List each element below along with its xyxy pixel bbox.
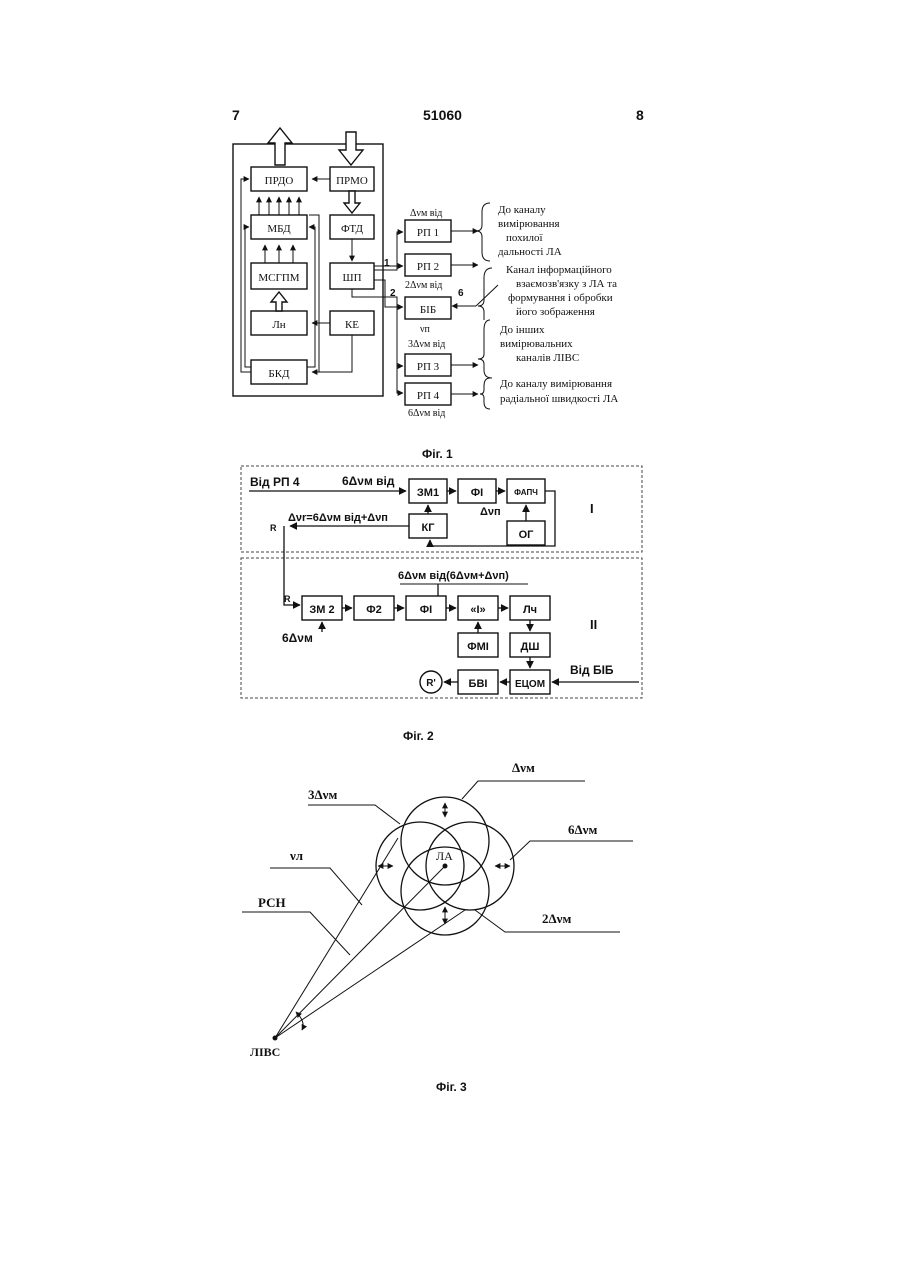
- dv3-label: 3Δνм: [308, 787, 337, 802]
- dv-label: Δνм: [512, 760, 535, 775]
- from-rp4-label: Від РП 4: [250, 475, 300, 489]
- dv-vid-label: Δνм від: [410, 208, 442, 219]
- fig3-caption: Фіг. 3: [436, 1080, 467, 1094]
- rsn-leader: [242, 912, 350, 955]
- ray-center: [275, 866, 445, 1038]
- bib-note-line1: Канал інформаційного: [506, 264, 612, 276]
- fmi-label: ФМІ: [467, 641, 489, 653]
- mbd-label: МБД: [267, 223, 291, 235]
- zm2-label: ЗМ 2: [309, 604, 334, 616]
- dv-p-label: Δνп: [480, 506, 501, 518]
- prdo-label: ПРДО: [265, 175, 294, 187]
- fig2-caption: Фіг. 2: [403, 729, 434, 743]
- rp4-label: РП 4: [417, 390, 440, 402]
- bkd-label: БКД: [268, 368, 290, 380]
- fi1-label: ФІ: [471, 487, 483, 499]
- nu-label: νл: [289, 848, 303, 863]
- dv-r-formula: Δνr=6Δνм від+Δνп: [288, 512, 388, 524]
- port-2-label: 2: [390, 288, 396, 299]
- section-1-label: І: [590, 501, 594, 516]
- rp1-note-line4: дальності ЛА: [498, 246, 562, 258]
- r-output-label: R': [426, 678, 436, 689]
- figure-1-block-diagram: ПРДО ПРМО МБД ФТД МСГПМ ШП Лн КЕ БКД: [233, 128, 618, 461]
- bvi-label: БВІ: [469, 678, 488, 690]
- top2-formula: 6Δνм від(6Δνм+Δνп): [398, 570, 509, 582]
- ftd-label: ФТД: [341, 223, 363, 235]
- fig1-caption: Фіг. 1: [422, 447, 453, 461]
- rp1-label: РП 1: [417, 227, 439, 239]
- bib-note-line4: його зображення: [516, 306, 595, 318]
- r-label-1: R: [270, 523, 277, 533]
- left-page-number: 7: [232, 107, 240, 123]
- r-label-2: R: [284, 594, 291, 604]
- rp1-note-line3: похилої: [506, 232, 543, 244]
- shp-to-rp4: [397, 366, 403, 393]
- figure-2-block-diagram: І ІІ Від РП 4 6Δνм від ЗМ1 ФІ ФАПЧ КГ ОГ…: [241, 466, 642, 743]
- dsh-label: ДШ: [521, 641, 540, 653]
- section-2-label: ІІ: [590, 617, 597, 632]
- ke-label: КЕ: [345, 319, 359, 331]
- lch-label: Лч: [523, 604, 537, 616]
- rp4-brace: [480, 378, 490, 409]
- la-label: ЛА: [436, 849, 453, 863]
- figure-3-geometry: ЛА Δνм 3Δνм 6Δνм 2Δνм νл РСН ЛІВС Фіг. 3: [242, 760, 633, 1094]
- bib-note-line2: взаємозв'язку з ЛА та: [516, 278, 617, 290]
- msgm-label: МСГПМ: [258, 272, 299, 284]
- dv6-leader: [510, 841, 633, 860]
- other-note-line1: До інших: [500, 324, 545, 336]
- dv6-m-label: 6Δνм: [282, 631, 313, 645]
- livs-label: ЛІВС: [250, 1045, 280, 1059]
- rp2-label: РП 2: [417, 261, 439, 273]
- other-note-line2: вимірювальних: [500, 338, 573, 350]
- dv3-vid-label: 3Δνм від: [408, 339, 445, 350]
- ray-lower: [275, 910, 465, 1038]
- right-page-number: 8: [636, 107, 644, 123]
- bib-note-leader: [476, 285, 498, 306]
- dv-leader: [462, 781, 585, 799]
- f2-label: Ф2: [366, 604, 382, 616]
- from-bib-label: Від БІБ: [570, 663, 614, 677]
- dv2-label: 2Δνм: [542, 911, 571, 926]
- rp1-note-line1: До каналу: [498, 204, 546, 216]
- page-header: 7 51060 8: [232, 107, 644, 123]
- patent-number: 51060: [423, 107, 462, 123]
- rp4-note-line2: радіальної швидкості ЛА: [500, 393, 618, 405]
- dv6-vid-label-fig2: 6Δνм від: [342, 474, 395, 488]
- bib-label: БІБ: [420, 304, 436, 316]
- nu-p-label: νп: [420, 324, 431, 335]
- rsn-label: РСН: [258, 895, 286, 910]
- port-6-label: 6: [458, 288, 464, 299]
- other-brace: [478, 320, 492, 378]
- i-label: «І»: [470, 604, 485, 616]
- etsom-label: ЕЦОМ: [515, 679, 545, 690]
- port-1-label: 1: [384, 258, 390, 269]
- fapch-label: ФАПЧ: [514, 488, 538, 497]
- fi2-label: ФІ: [420, 604, 432, 616]
- kg-label: КГ: [422, 522, 436, 534]
- rp3-label: РП 3: [417, 361, 440, 373]
- rp4-note-line1: До каналу вимірювання: [500, 378, 612, 390]
- shp-label: ШП: [342, 272, 361, 284]
- other-note-line3: каналів ЛІВС: [516, 352, 579, 364]
- bib-brace: [478, 268, 492, 320]
- dv2-vid-label: 2Δνм від: [405, 280, 442, 291]
- dv3-leader: [308, 805, 400, 824]
- og-label: ОГ: [519, 529, 535, 541]
- zm1-label: ЗМ1: [417, 487, 439, 499]
- dv6-vid-label: 6Δνм від: [408, 408, 445, 419]
- bib-note-line3: формування і обробки: [508, 292, 613, 304]
- ln-label: Лн: [272, 319, 285, 331]
- rp1-brace: [476, 203, 490, 261]
- rp1-note-line2: вимірювання: [498, 218, 560, 230]
- prmo-label: ПРМО: [336, 175, 368, 187]
- dv6-label: 6Δνм: [568, 822, 597, 837]
